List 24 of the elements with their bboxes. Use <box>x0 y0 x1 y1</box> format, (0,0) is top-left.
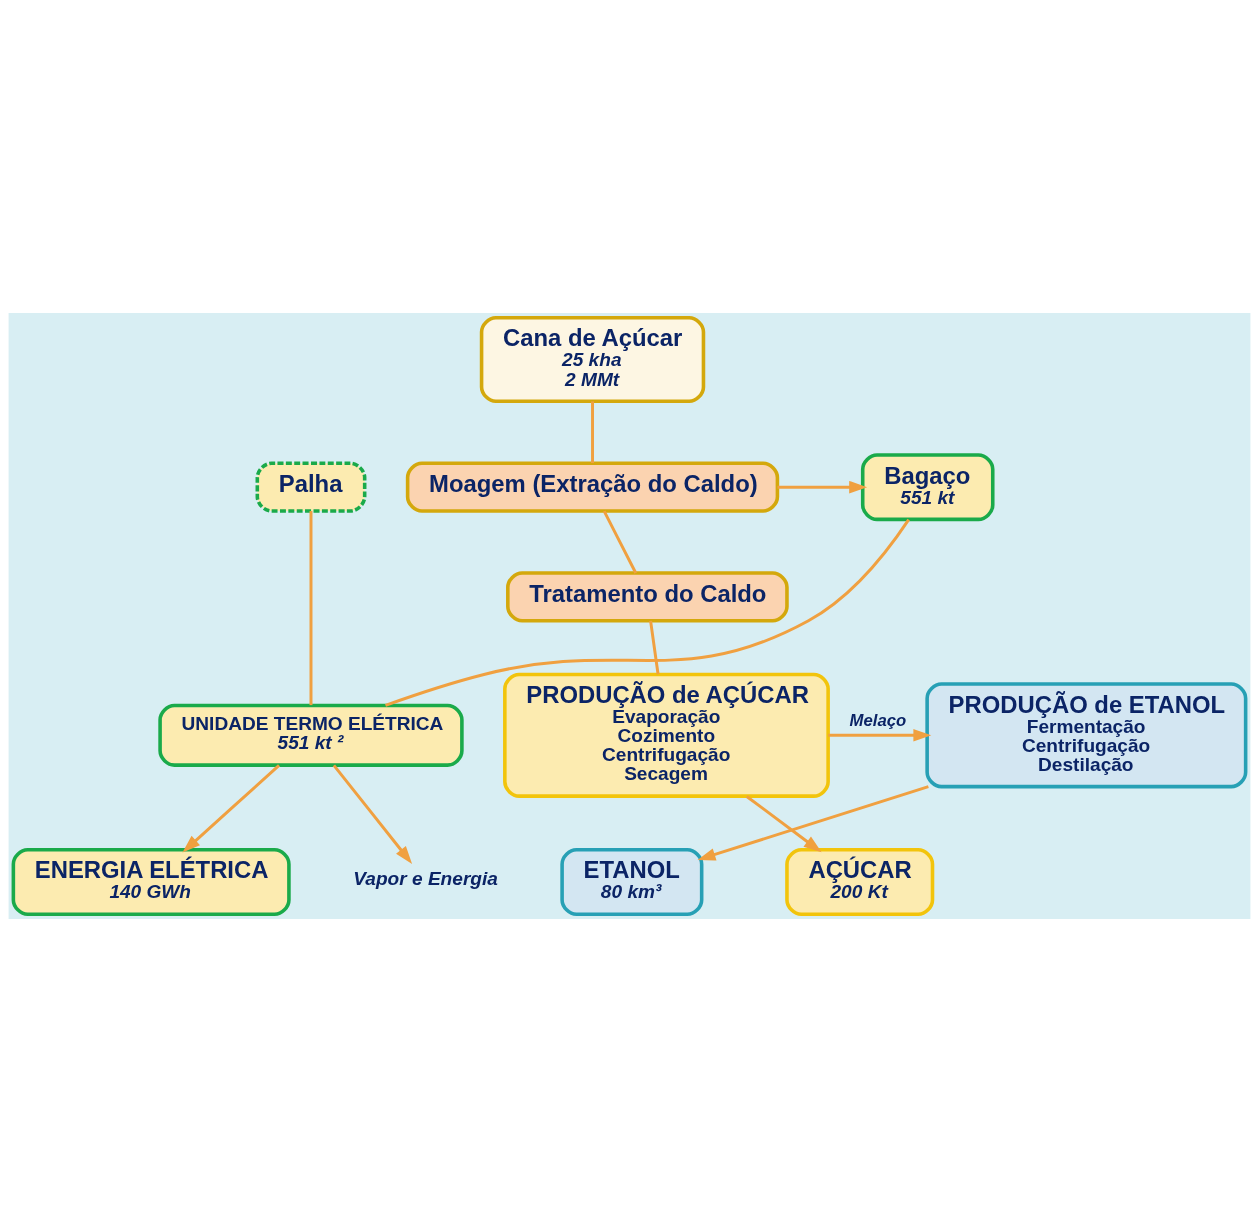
node-box: AÇÚCAR 200 Kt <box>785 847 935 916</box>
connector <box>591 400 594 463</box>
node-box: ENERGIA ELÉTRICA 140 GWh <box>11 847 291 916</box>
node-box: Cana de Açúcar 25 kha 2 MMt <box>479 315 706 403</box>
edge-label: Melaço <box>849 710 907 730</box>
node-box: Palha <box>255 461 367 513</box>
node-box: ETANOL 80 km³ <box>560 847 704 916</box>
arrow <box>332 763 413 864</box>
arrow <box>745 794 822 852</box>
arrow <box>777 480 868 493</box>
node-box: Tratamento do Caldo <box>506 570 789 623</box>
connector <box>385 518 910 707</box>
node-box: Moagem (Extração do Caldo) <box>405 461 780 513</box>
arrow <box>828 728 932 742</box>
arrow <box>182 763 281 853</box>
node-box: UNIDADE TERMO ELÉTRICA 551 kt ² <box>158 703 464 767</box>
connector <box>602 509 638 574</box>
node-box: PRODUÇÃO de ETANOL Fermentação Centrifugação Destilação <box>925 681 1248 788</box>
node-box: PRODUÇÃO de AÇÚCAR Evaporação Cozimento Centrifugação Secagem <box>503 672 830 798</box>
node-text: Vapor e Energia <box>353 867 498 889</box>
node-box: Bagaço 551 kt <box>860 452 995 521</box>
connector <box>649 620 660 674</box>
connector <box>309 510 313 705</box>
arrow <box>697 784 929 860</box>
